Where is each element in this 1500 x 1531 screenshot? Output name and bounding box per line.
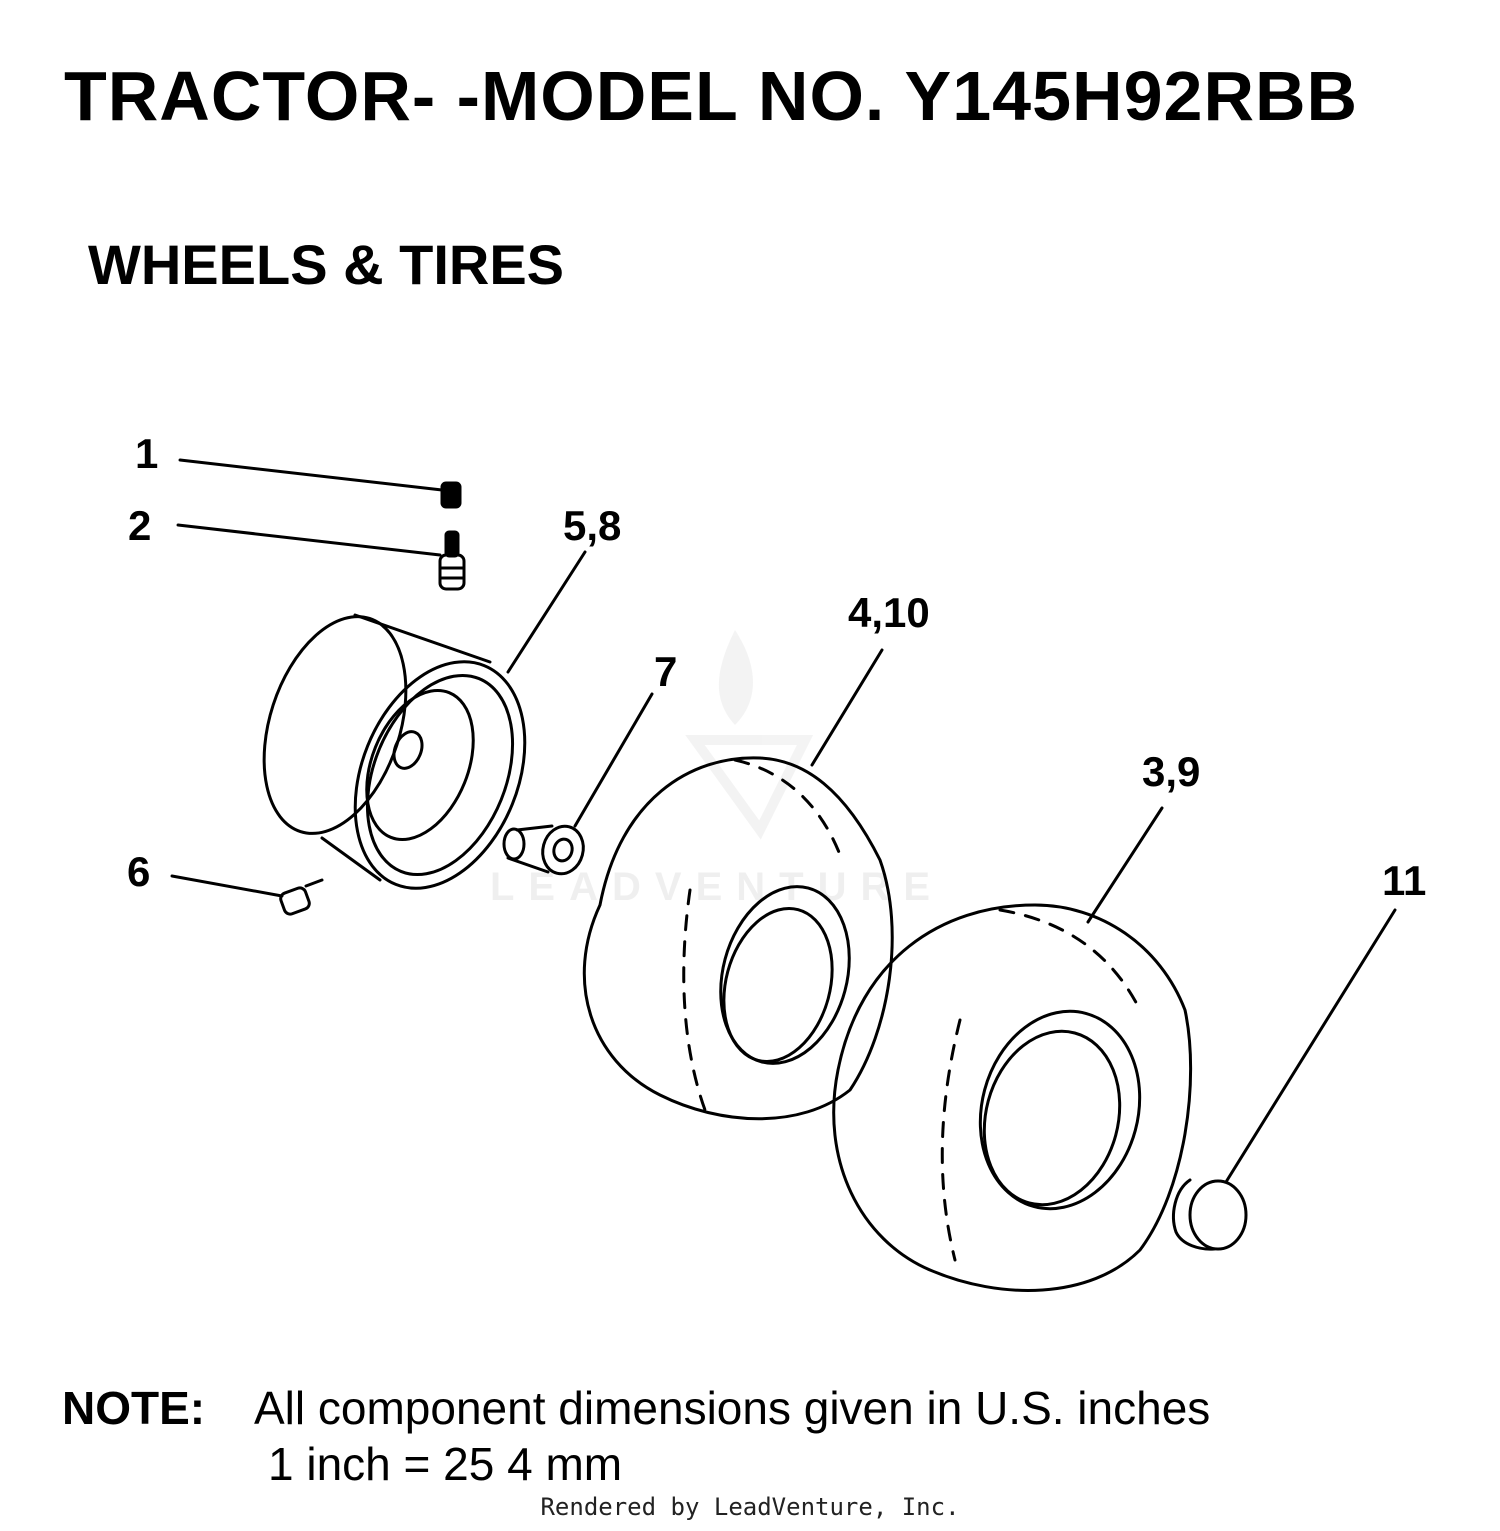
flame-logo-icon (718, 630, 754, 725)
callout-2: 2 (128, 502, 151, 549)
leadventure-watermark: LEADVENTURE (490, 630, 944, 909)
page-title: TRACTOR- -MODEL NO. Y145H92RBB (64, 57, 1359, 135)
callout-1: 1 (135, 430, 158, 477)
dimension-note: NOTE: All component dimensions given in U… (62, 1380, 1210, 1492)
callout-7: 7 (654, 648, 677, 695)
part-bushing[interactable] (502, 692, 654, 878)
note-line-2: 1 inch = 25 4 mm (268, 1438, 623, 1490)
watermark-text: LEADVENTURE (490, 865, 944, 909)
note-line-1: All component dimensions given in U.S. i… (254, 1382, 1211, 1434)
callout-5-8: 5,8 (563, 502, 621, 549)
part-hub-cap[interactable] (1172, 908, 1397, 1251)
callout-11: 11 (1382, 857, 1426, 904)
callout-3-9: 3,9 (1142, 748, 1200, 795)
v-logo-icon (685, 735, 814, 840)
part-grease-fitting[interactable] (170, 874, 324, 916)
part-front-tire[interactable] (582, 648, 894, 1121)
part-wheel-rim[interactable] (239, 550, 587, 914)
callout-4-10: 4,10 (848, 589, 930, 636)
part-valve-stem[interactable] (176, 523, 466, 591)
section-title: WHEELS & TIRES (88, 233, 565, 296)
part-valve-cap[interactable] (178, 458, 462, 509)
note-label: NOTE: (62, 1382, 206, 1434)
footer-credit: Rendered by LeadVenture, Inc. (540, 1493, 960, 1521)
callout-6: 6 (127, 848, 150, 895)
part-rear-tire[interactable] (832, 806, 1193, 1292)
